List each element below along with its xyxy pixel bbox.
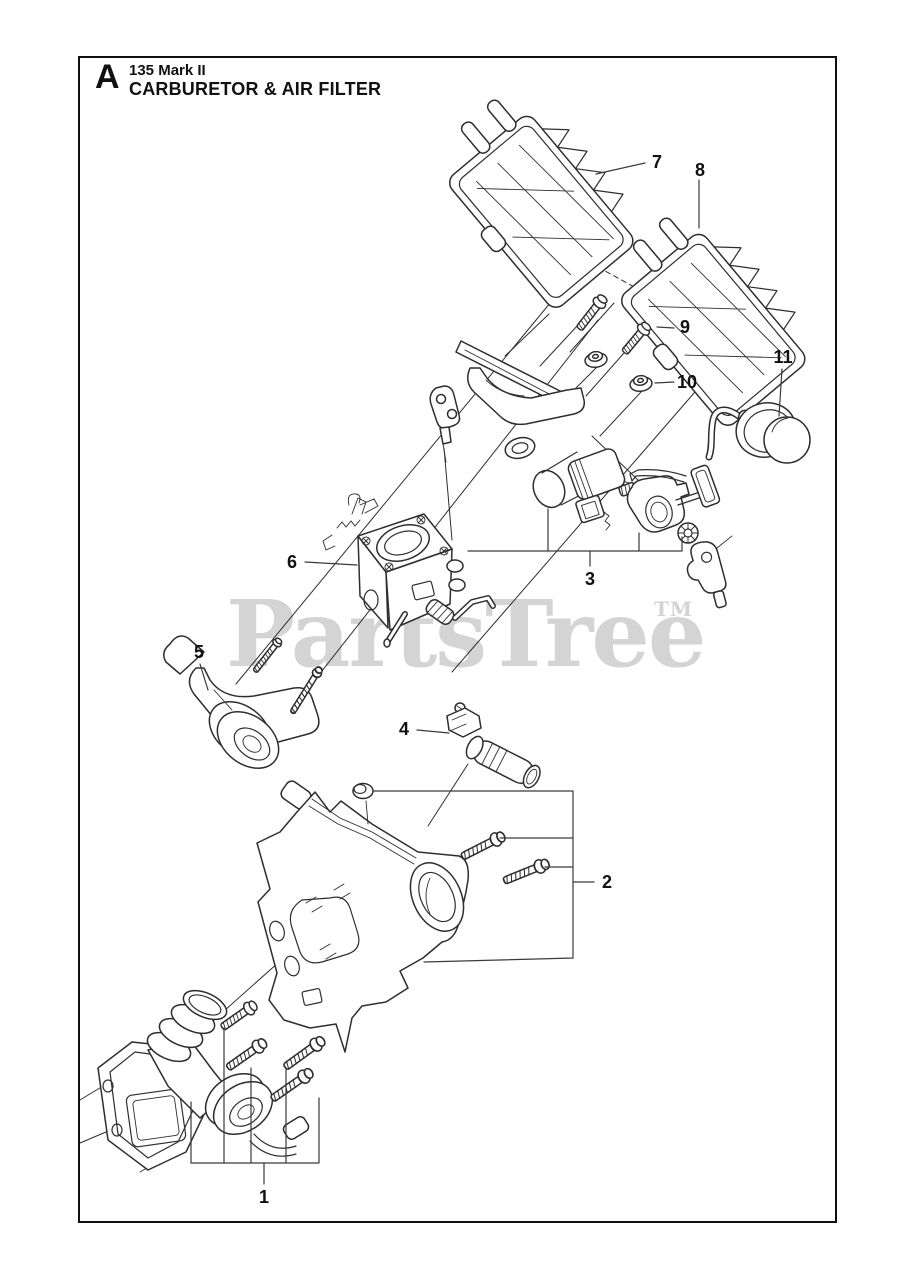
part-1-intake-manifold	[97, 989, 329, 1171]
callout-8: 8	[694, 160, 706, 180]
callout-3: 3	[584, 569, 596, 589]
part-11-primer-bulb	[705, 402, 811, 464]
part-5-intake-clamp	[163, 635, 326, 810]
callout-9: 9	[679, 317, 691, 337]
fuel-line-connector	[429, 385, 461, 463]
air-filter-base-plate	[455, 340, 586, 460]
part-6-carburetor	[322, 493, 496, 648]
callout-6: 6	[286, 552, 298, 572]
watermark: PartsTree	[226, 580, 706, 688]
model-name: 135 Mark II	[129, 62, 206, 79]
leader-lines	[190, 162, 783, 1185]
page-title: CARBURETOR & AIR FILTER	[129, 79, 382, 99]
part-2-air-filter-housing	[256, 782, 553, 1053]
callout-11: 11	[773, 347, 793, 367]
callout-2: 2	[601, 872, 613, 892]
part-3-throttle-choke-assembly	[532, 448, 733, 609]
callout-5: 5	[193, 642, 205, 662]
page-border-frame	[78, 56, 837, 1223]
watermark-tm-mark: TM	[654, 597, 694, 621]
callout-7: 7	[651, 152, 663, 172]
washer-disc	[677, 522, 699, 544]
callout-4: 4	[398, 719, 410, 739]
callout-10: 10	[676, 372, 698, 392]
grommet	[686, 535, 733, 609]
part-4-fuel-hose-clamp	[446, 702, 541, 789]
callout-1: 1	[258, 1187, 270, 1207]
section-letter: A	[95, 58, 120, 96]
